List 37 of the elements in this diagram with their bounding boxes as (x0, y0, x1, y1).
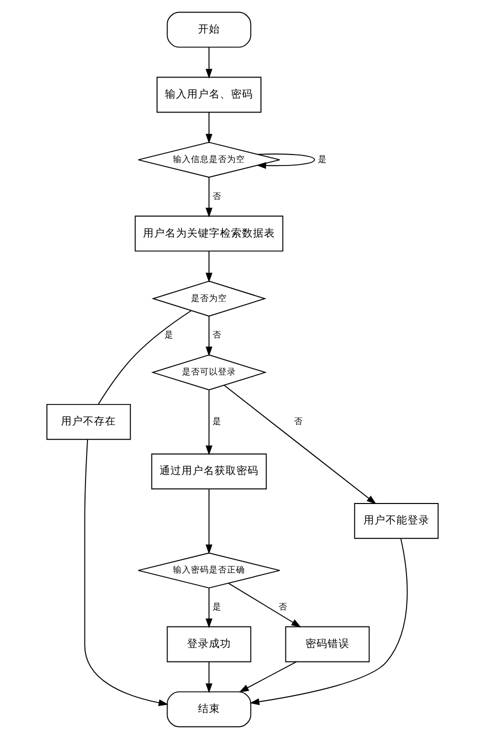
arrow (249, 538, 408, 706)
arrow (223, 384, 376, 504)
arrow (238, 661, 296, 692)
edge-label: 是 (212, 417, 221, 428)
node-box: 通过用户名获取密码 (150, 453, 266, 490)
node-diamond: 是否为空 (151, 280, 266, 317)
arrow (205, 250, 212, 282)
node-box: 密码错误 (284, 626, 370, 662)
arrow (205, 488, 212, 554)
arrow (84, 439, 168, 706)
node-box: 开始 (166, 12, 251, 48)
arrow (205, 588, 212, 628)
arrow (228, 582, 301, 628)
arrow (205, 661, 212, 694)
edge-label: 否 (293, 417, 302, 428)
node-box: 用户不存在 (46, 404, 130, 440)
arrow (205, 112, 212, 144)
edge-label: 否 (278, 602, 287, 612)
edge-label: 是 (164, 330, 174, 341)
node-box: 用户不能登录 (354, 502, 438, 539)
node-box: 用户名为关键字检索数据表 (134, 216, 283, 252)
edge-label: 否 (212, 192, 221, 202)
arrow (205, 176, 212, 218)
node-box: 输入用户名、密码 (156, 76, 261, 113)
node-box: 登录成功 (166, 626, 251, 662)
arrow (205, 316, 212, 356)
node-box: 结束 (166, 691, 251, 728)
edge-label: 是 (317, 154, 326, 165)
connector (97, 310, 192, 405)
edge-label: 否 (212, 330, 221, 341)
arrow (256, 154, 314, 169)
arrow (205, 46, 212, 79)
node-diamond: 是否可以登录 (150, 354, 266, 390)
arrow (205, 390, 212, 456)
edge-label: 是 (212, 602, 221, 612)
node-diamond: 输入密码是否正确 (137, 552, 280, 588)
node-diamond: 输入信息是否为空 (137, 142, 280, 178)
